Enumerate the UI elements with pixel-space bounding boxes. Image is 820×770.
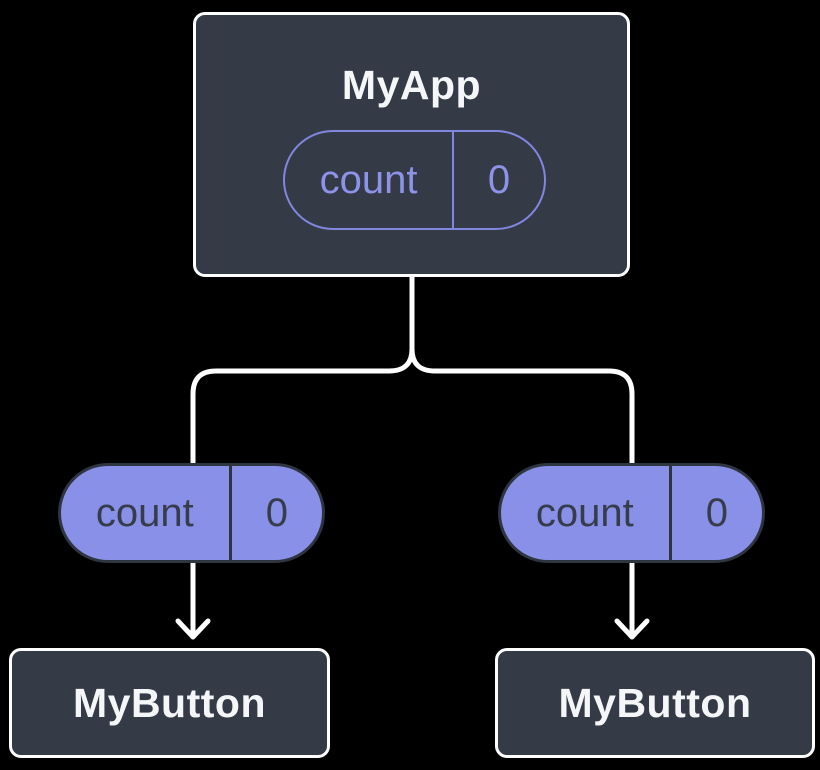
tree-connector-right-branch	[409, 276, 635, 465]
arrow-down-icon	[175, 618, 211, 640]
tree-connector-left-branch	[190, 276, 415, 465]
component-title: MyButton	[558, 679, 752, 726]
mybutton-component-box: MyButton	[9, 648, 330, 758]
pill-value: 0	[668, 466, 762, 560]
state-pill: count 0	[283, 130, 546, 230]
myapp-component-box: MyApp	[193, 12, 630, 277]
pill-key: count	[319, 158, 418, 202]
arrow-down-icon	[614, 618, 650, 640]
component-title: MyApp	[341, 62, 482, 108]
pill-key: count	[95, 491, 194, 535]
pill-value: 0	[228, 466, 322, 560]
component-title: MyButton	[72, 679, 266, 726]
pill-value: 0	[452, 132, 544, 228]
mybutton-component-box: MyButton	[495, 648, 815, 758]
pill-key: count	[535, 491, 634, 535]
prop-pill: count 0	[498, 463, 765, 563]
prop-pill: count 0	[58, 463, 325, 563]
